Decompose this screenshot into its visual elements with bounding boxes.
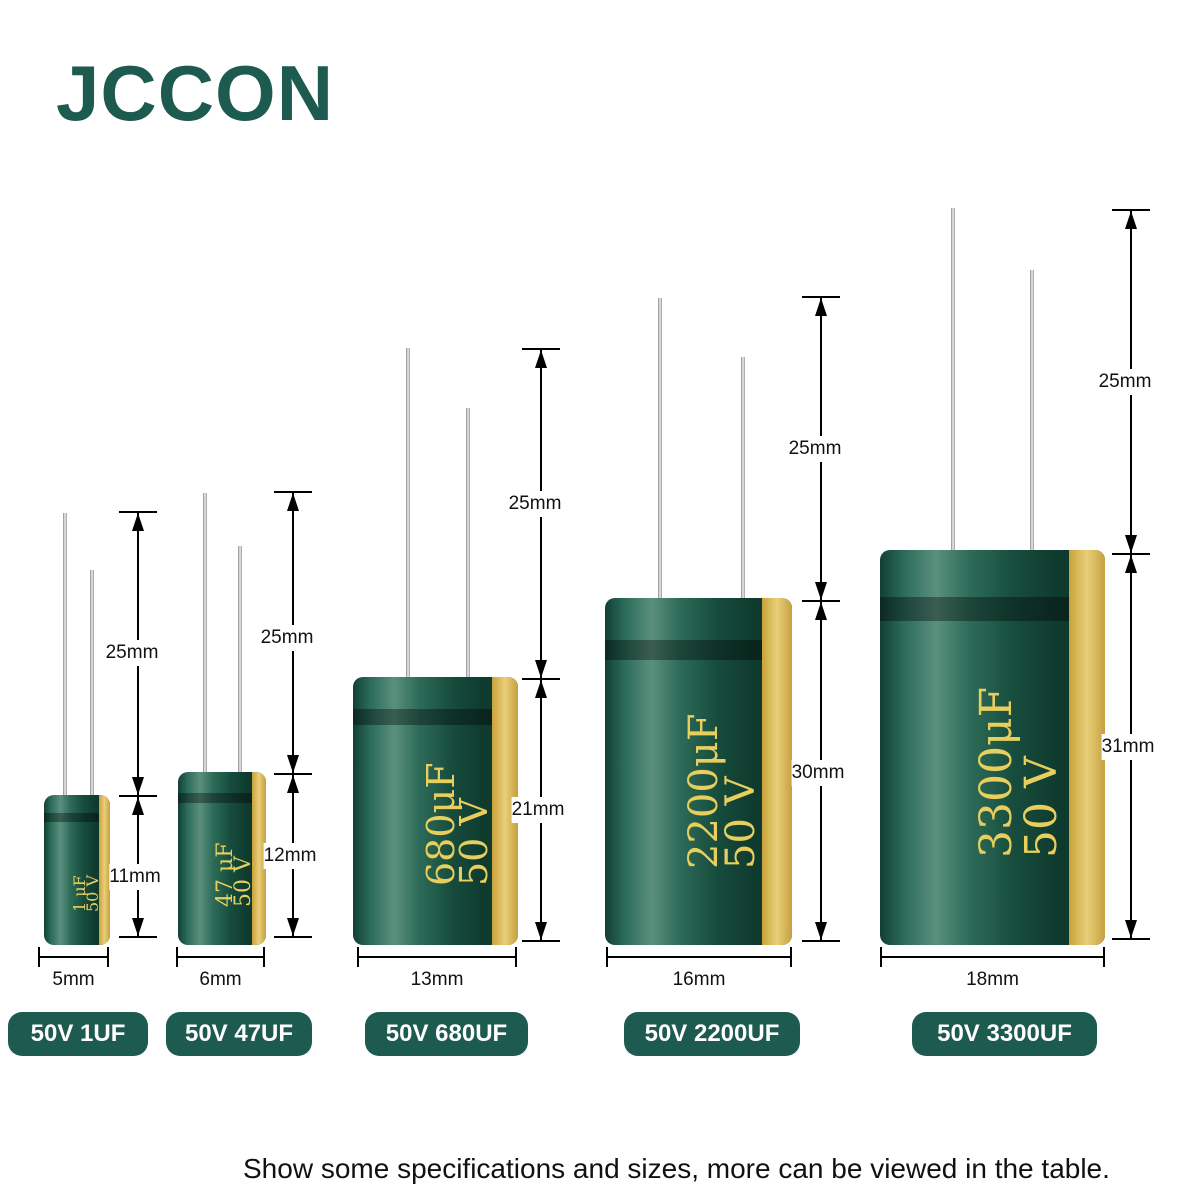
spec-badge[interactable]: 50V 1UF <box>8 1012 148 1056</box>
diameter-label: 16mm <box>672 969 726 990</box>
dimension-tick <box>790 947 792 967</box>
arrow-up-icon <box>535 350 547 368</box>
arrow-down-icon <box>815 922 827 940</box>
arrow-up-icon <box>1125 211 1137 229</box>
capacitor-marking: 3300μF <box>970 686 1022 859</box>
width-dimension-line <box>606 956 792 958</box>
width-dimension-line <box>357 956 517 958</box>
dimension-tick <box>515 947 517 967</box>
dimension-tick <box>522 940 560 942</box>
arrow-down-icon <box>132 777 144 795</box>
body-height-label: 11mm <box>109 864 161 890</box>
capacitor-lead <box>203 493 207 776</box>
polarity-stripe <box>251 772 266 945</box>
lead-length-label: 25mm <box>260 625 314 651</box>
capacitor-lead <box>466 408 470 681</box>
arrow-up-icon <box>132 797 144 815</box>
arrow-down-icon <box>287 918 299 936</box>
capacitor-lead <box>238 546 242 776</box>
width-dimension-line <box>880 956 1105 958</box>
capacitor-marking: 50 V <box>452 798 497 887</box>
capacitor-lead <box>63 513 67 799</box>
body-height-label: 31mm <box>1101 734 1155 760</box>
dimension-tick <box>119 936 157 938</box>
dimension-tick <box>107 947 109 967</box>
arrow-down-icon <box>535 660 547 678</box>
body-height-label: 30mm <box>791 760 845 786</box>
capacitor-lead <box>741 357 745 602</box>
dimension-line <box>292 491 294 936</box>
diameter-label: 6mm <box>199 969 242 990</box>
lead-length-label: 25mm <box>508 491 562 517</box>
arrow-down-icon <box>1125 535 1137 553</box>
capacitor-groove <box>605 639 763 661</box>
footer-note: Show some specifications and sizes, more… <box>243 1153 1110 1184</box>
spec-badge[interactable]: 50V 47UF <box>166 1012 312 1056</box>
lead-length-label: 25mm <box>788 436 842 462</box>
capacitor-lead <box>90 570 94 799</box>
dimension-tick <box>274 936 312 938</box>
dimension-line <box>540 348 542 940</box>
arrow-up-icon <box>1125 555 1137 573</box>
arrow-up-icon <box>535 680 547 698</box>
arrow-down-icon <box>287 755 299 773</box>
diameter-label: 5mm <box>52 969 95 990</box>
capacitor-marking: 50 V <box>230 856 256 907</box>
dimension-tick <box>263 947 265 967</box>
dimension-tick <box>880 947 882 967</box>
spec-badge[interactable]: 50V 680UF <box>365 1012 528 1056</box>
capacitor-groove <box>353 709 492 726</box>
capacitor-lead <box>658 298 662 602</box>
width-dimension-line <box>176 956 265 958</box>
capacitor-groove <box>44 813 100 822</box>
arrow-down-icon <box>1125 920 1137 938</box>
width-dimension-line <box>38 956 109 958</box>
body-height-label: 12mm <box>263 843 317 869</box>
body-height-label: 21mm <box>511 797 565 823</box>
capacitor-lead <box>951 208 955 554</box>
arrow-up-icon <box>815 298 827 316</box>
capacitor-lead <box>1030 270 1034 554</box>
dimension-line <box>1130 209 1132 938</box>
capacitor-marking: 50 V <box>1015 756 1067 859</box>
capacitor-lead <box>406 348 410 681</box>
capacitor-groove <box>178 792 252 804</box>
polarity-stripe <box>1069 550 1105 945</box>
arrow-down-icon <box>815 582 827 600</box>
dimension-tick <box>1112 938 1150 940</box>
spec-badge[interactable]: 50V 3300UF <box>912 1012 1097 1056</box>
lead-length-label: 25mm <box>105 640 159 666</box>
brand-logo: JCCON <box>56 49 335 137</box>
dimension-tick <box>38 947 40 967</box>
arrow-down-icon <box>535 922 547 940</box>
dimension-tick <box>802 940 840 942</box>
capacitor-marking: 50 V <box>717 776 764 869</box>
dimension-line <box>137 511 139 936</box>
capacitor-groove <box>880 597 1069 622</box>
dimension-tick <box>176 947 178 967</box>
arrow-up-icon <box>815 602 827 620</box>
diameter-label: 13mm <box>410 969 464 990</box>
arrow-up-icon <box>287 775 299 793</box>
dimension-tick <box>357 947 359 967</box>
dimension-tick <box>606 947 608 967</box>
arrow-up-icon <box>132 513 144 531</box>
lead-length-label: 25mm <box>1098 369 1152 395</box>
arrow-up-icon <box>287 493 299 511</box>
dimension-tick <box>1103 947 1105 967</box>
diameter-label: 18mm <box>966 969 1019 990</box>
polarity-stripe <box>762 598 792 945</box>
spec-badge[interactable]: 50V 2200UF <box>624 1012 800 1056</box>
polarity-stripe <box>99 795 110 945</box>
capacitor-marking: 50 V <box>82 875 102 912</box>
arrow-down-icon <box>132 918 144 936</box>
